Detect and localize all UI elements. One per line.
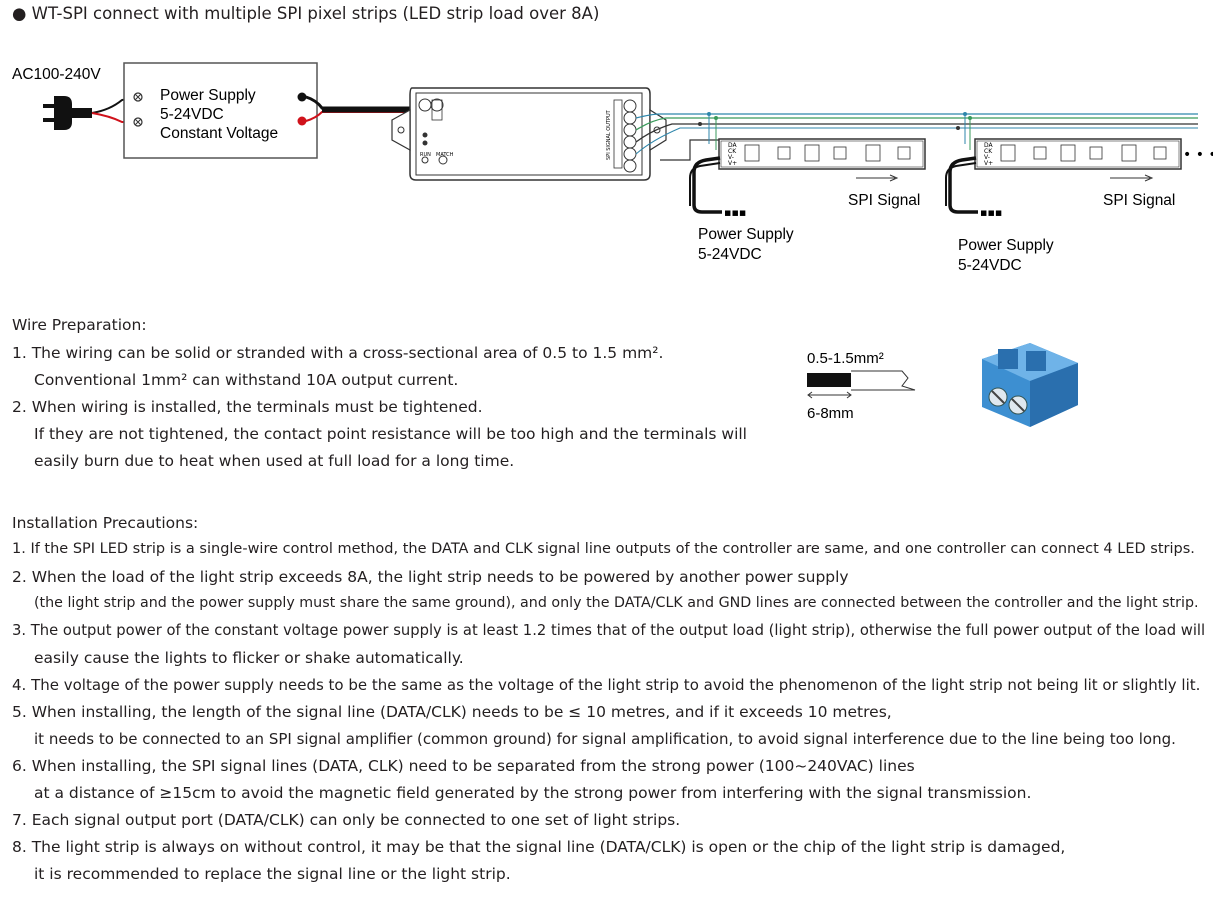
strip1-pin-vplus: V+ bbox=[728, 160, 737, 167]
strip1-psu-line2: 5-24VDC bbox=[698, 246, 762, 263]
strip2-psu-dots: ▪▪▪ bbox=[980, 206, 1002, 219]
psu-label-line1: Power Supply bbox=[160, 87, 256, 104]
strip1-pin-da: DA bbox=[728, 142, 738, 149]
terminal-block-icon bbox=[982, 343, 1078, 427]
psu-label-line3: Constant Voltage bbox=[160, 125, 278, 142]
signal-bus bbox=[635, 112, 1198, 161]
strip2-pin-vminus: V- bbox=[984, 154, 990, 161]
install-line-3: (the light strip and the power supply mu… bbox=[34, 595, 1199, 611]
run-label: RUN bbox=[420, 152, 431, 158]
strip2-psu-line1: Power Supply bbox=[958, 237, 1054, 254]
led-strip-2: DA CK V- V+ bbox=[974, 138, 1182, 170]
install-line-11: 7. Each signal output port (DATA/CLK) ca… bbox=[12, 811, 681, 829]
strip2-pin-da: DA bbox=[984, 142, 994, 149]
install-line-9: 6. When installing, the SPI signal lines… bbox=[12, 757, 915, 775]
strip-length-label: 6-8mm bbox=[807, 405, 854, 422]
strip1-psu-dots: ▪▪▪ bbox=[724, 206, 746, 219]
spi-output-label: SPI SIGNAL OUTPUT bbox=[606, 109, 612, 160]
install-line-2: 2. When the load of the light strip exce… bbox=[12, 568, 849, 586]
wire-spec-illustration: 0.5-1.5mm² 6-8mm bbox=[807, 350, 916, 422]
continuation-ellipsis: • • • bbox=[1183, 147, 1213, 163]
strip1-pin-ck: CK bbox=[728, 148, 737, 155]
install-line-5: easily cause the lights to flicker or sh… bbox=[34, 649, 464, 667]
wire-prep-line-4: If they are not tightened, the contact p… bbox=[34, 425, 747, 443]
install-line-10: at a distance of ≥15cm to avoid the magn… bbox=[34, 784, 1032, 802]
install-line-7: 5. When installing, the length of the si… bbox=[12, 703, 892, 721]
installation-heading: Installation Precautions: bbox=[12, 514, 199, 532]
wt-spi-controller: RUN MATCH SPI SIGNAL OUTPUT bbox=[391, 87, 667, 181]
strip2-pin-vplus: V+ bbox=[984, 160, 993, 167]
wire-prep-line-3: 2. When wiring is installed, the termina… bbox=[12, 398, 483, 416]
wire-preparation-heading: Wire Preparation: bbox=[12, 316, 147, 334]
ac-plug-icon bbox=[43, 96, 139, 130]
strip1-pin-vminus: V- bbox=[728, 154, 734, 161]
install-line-6: 4. The voltage of the power supply needs… bbox=[12, 676, 1201, 694]
install-line-13: it is recommended to replace the signal … bbox=[34, 865, 511, 883]
strip2-psu-line2: 5-24VDC bbox=[958, 257, 1022, 274]
spi-signal-label-2: SPI Signal bbox=[1103, 192, 1175, 209]
wire-prep-line-2: Conventional 1mm² can withstand 10A outp… bbox=[34, 371, 459, 389]
install-line-8: it needs to be connected to an SPI signa… bbox=[34, 730, 1176, 748]
wire-prep-line-5: easily burn due to heat when used at ful… bbox=[34, 452, 515, 470]
ac-voltage-label: AC100-240V bbox=[12, 66, 101, 83]
wire-prep-line-1: 1. The wiring can be solid or stranded w… bbox=[12, 344, 664, 362]
psu-label-line2: 5-24VDC bbox=[160, 106, 224, 123]
strip1-psu-line1: Power Supply bbox=[698, 226, 794, 243]
install-line-12: 8. The light strip is always on without … bbox=[12, 838, 1066, 856]
led-strip-1: DA CK V- V+ bbox=[718, 138, 926, 170]
install-line-1: 1. If the SPI LED strip is a single-wire… bbox=[12, 541, 1195, 557]
wiring-diagram: AC100-240V Power Supply 5-24VDC Constant… bbox=[12, 62, 1213, 274]
page-title: ● WT-SPI connect with multiple SPI pixel… bbox=[12, 4, 600, 23]
match-label: MATCH bbox=[436, 152, 454, 158]
install-line-4: 3. The output power of the constant volt… bbox=[12, 622, 1206, 639]
spi-signal-label-1: SPI Signal bbox=[848, 192, 920, 209]
power-supply-box bbox=[123, 62, 318, 159]
cross-section-label: 0.5-1.5mm² bbox=[807, 350, 884, 367]
strip2-pin-ck: CK bbox=[984, 148, 993, 155]
